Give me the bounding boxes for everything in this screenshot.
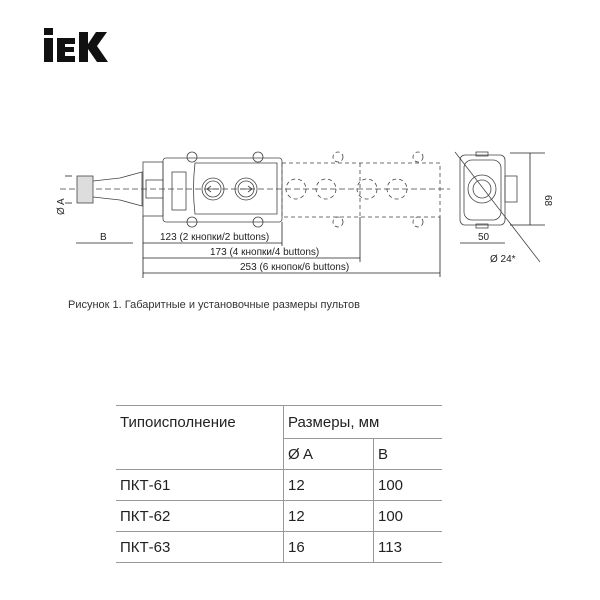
- cell-b: 100: [373, 500, 442, 532]
- header-type: Типоисполнение: [116, 405, 284, 439]
- dimensions-table: Типоисполнение Размеры, мм Ø A B ПКТ-61 …: [116, 405, 442, 563]
- dim-b-label: B: [100, 232, 107, 243]
- table-row: ПКТ-63 16 113: [116, 531, 442, 563]
- cell-type: ПКТ-63: [116, 531, 284, 563]
- cell-b: 113: [373, 531, 442, 563]
- subheader-b: B: [373, 438, 442, 470]
- table-header-row: Типоисполнение Размеры, мм: [116, 405, 442, 439]
- dim-a-label: Ø A: [56, 198, 67, 215]
- cell-type: ПКТ-61: [116, 469, 284, 501]
- cell-a: 16: [283, 531, 374, 563]
- table-row: ПКТ-61 12 100: [116, 469, 442, 501]
- dimension-drawing: Ø A B 123 (2 кнопки/2 buttons) 173 (4 кн…: [56, 151, 553, 278]
- dim-173-label: 173 (4 кнопки/4 buttons): [210, 247, 319, 258]
- extension-outline: [281, 151, 441, 228]
- figure-caption: Рисунок 1. Габаритные и установочные раз…: [68, 299, 360, 311]
- cell-b: 100: [373, 469, 442, 501]
- table-subheader-row: Ø A B: [116, 438, 442, 470]
- dim-50-label: 50: [478, 232, 490, 243]
- subheader-a: Ø A: [283, 438, 374, 470]
- table-row: ПКТ-62 12 100: [116, 500, 442, 532]
- dim-24-label: Ø 24*: [490, 254, 516, 265]
- dim-68-label: 68: [542, 195, 553, 207]
- dimension-lines: [65, 152, 545, 278]
- cell-a: 12: [283, 469, 374, 501]
- side-view: [454, 151, 541, 263]
- dim-253-label: 253 (6 кнопок/6 buttons): [240, 262, 349, 273]
- pendant-body: [162, 151, 283, 228]
- cell-a: 12: [283, 500, 374, 532]
- iek-logo: [44, 28, 108, 62]
- dim-123-label: 123 (2 кнопки/2 buttons): [160, 232, 269, 243]
- cable: [76, 171, 143, 207]
- cell-type: ПКТ-62: [116, 500, 284, 532]
- header-sizes: Размеры, мм: [283, 405, 442, 439]
